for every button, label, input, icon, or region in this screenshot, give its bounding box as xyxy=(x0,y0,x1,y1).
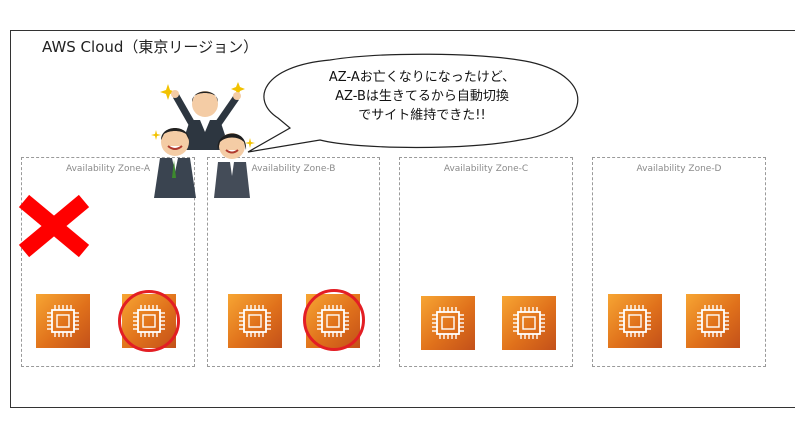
ec2-instance-icon xyxy=(36,294,90,348)
chip-glyph-icon xyxy=(686,294,740,348)
chip-glyph-icon xyxy=(502,296,556,350)
ec2-instance-icon xyxy=(608,294,662,348)
zone-label: Availability Zone-D xyxy=(593,164,765,174)
chip-glyph-icon xyxy=(228,294,282,348)
speech-bubble-text: AZ-Aお亡くなりになったけど、 AZ-Bは生きてるから自動切換 でサイト維持で… xyxy=(292,68,552,125)
chip-glyph-icon xyxy=(306,294,360,348)
chip-glyph-icon xyxy=(421,296,475,350)
ec2-instance-icon xyxy=(306,294,360,348)
ec2-instance-icon xyxy=(421,296,475,350)
celebrating-people-icon xyxy=(150,80,260,200)
ec2-instance-icon xyxy=(228,294,282,348)
chip-glyph-icon xyxy=(36,294,90,348)
bubble-line-3: でサイト維持できた!! xyxy=(292,106,552,125)
chip-glyph-icon xyxy=(608,294,662,348)
zone-label: Availability Zone-C xyxy=(400,164,572,174)
red-x-icon xyxy=(14,193,94,259)
ec2-instance-icon xyxy=(502,296,556,350)
bubble-line-2: AZ-Bは生きてるから自動切換 xyxy=(292,87,552,106)
ec2-instance-icon xyxy=(122,294,176,348)
bubble-line-1: AZ-Aお亡くなりになったけど、 xyxy=(292,68,552,87)
chip-glyph-icon xyxy=(122,294,176,348)
ec2-instance-icon xyxy=(686,294,740,348)
